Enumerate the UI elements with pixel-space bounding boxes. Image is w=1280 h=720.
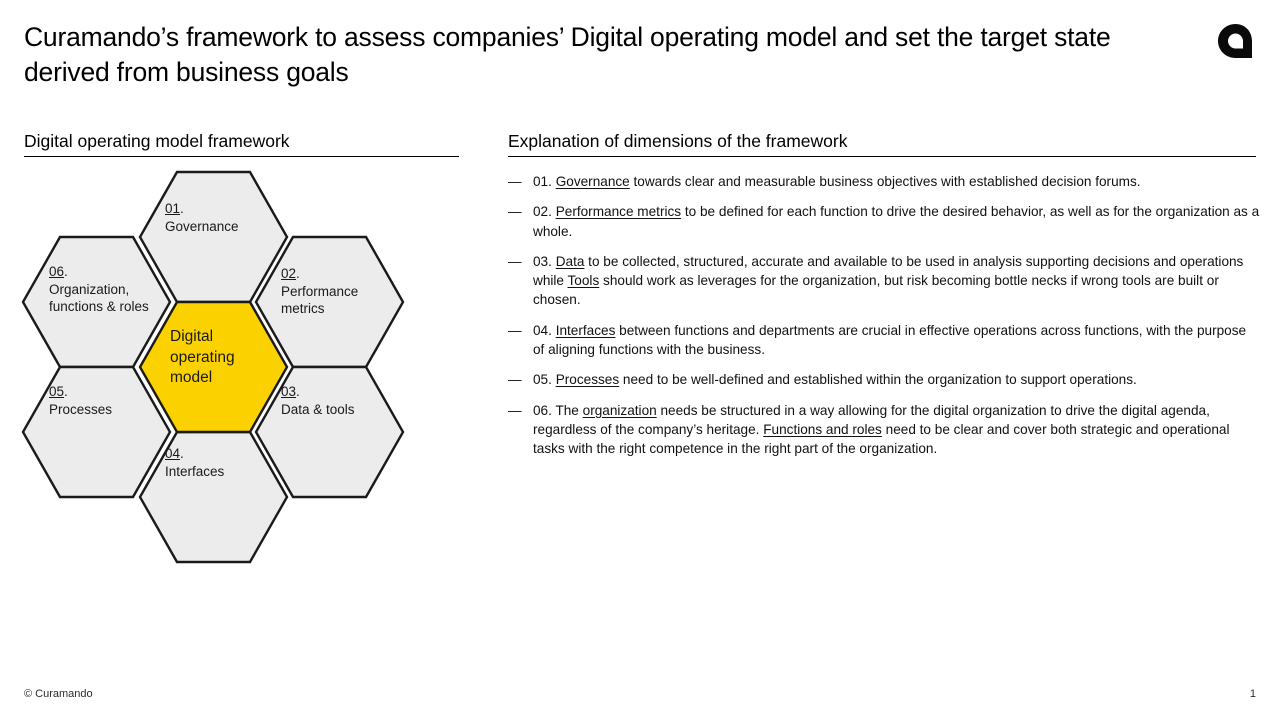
page-title: Curamando’s framework to assess companie… <box>24 22 1111 87</box>
explanation-keyword: Processes <box>555 372 620 388</box>
bullet-dash-icon: — <box>508 322 522 338</box>
explanation-keyword: organization <box>582 402 657 418</box>
left-section-heading: Digital operating model framework <box>24 130 459 157</box>
explanation-text: to be collected, structured, accurate an… <box>533 253 1244 289</box>
explanation-number: 06. <box>533 402 556 418</box>
explanation-number: 03. <box>533 253 556 269</box>
bullet-dash-icon: — <box>508 402 522 418</box>
explanation-number: 02. <box>533 204 556 220</box>
explanation-keyword: Data <box>555 253 585 269</box>
curamando-logo <box>1214 20 1256 62</box>
explanation-text: towards clear and measurable business ob… <box>629 174 1141 189</box>
explanation-keyword: Governance <box>555 174 630 189</box>
page-number: 1 <box>1249 688 1256 700</box>
right-section-heading: Explanation of dimensions of the framewo… <box>508 130 1256 157</box>
explanation-text: need to be well-defined and established … <box>619 372 1137 388</box>
bullet-dash-icon: — <box>508 253 522 269</box>
digital-operating-model-diagram: 01. Governance 02. Performance metrics 0… <box>0 155 470 565</box>
footer-copyright: © Curamando <box>24 688 93 700</box>
hexagon-05 <box>21 365 172 499</box>
explanation-text: needs be structured in a way allowing fo… <box>533 402 1210 437</box>
bullet-dash-icon: — <box>508 372 522 388</box>
hexagon-06 <box>21 235 172 369</box>
explanation-keyword: Performance metrics <box>555 204 682 220</box>
explanation-keyword: Interfaces <box>555 322 616 338</box>
explanation-number: 01. <box>533 174 556 189</box>
hexagon-01 <box>138 170 289 304</box>
explanation-keyword: Tools <box>567 273 600 289</box>
explanation-text: The <box>555 402 583 418</box>
hexagon-02 <box>254 235 405 369</box>
explanation-number: 05. <box>533 372 556 388</box>
explanation-item-04: — 04. Interfaces between functions and de… <box>508 321 1260 360</box>
explanation-text: to be defined for each function to drive… <box>533 204 1260 239</box>
bullet-dash-icon: — <box>508 204 522 220</box>
hexagon-center <box>138 300 289 434</box>
hexagon-03 <box>254 365 405 499</box>
explanation-text: need to be clear and cover both strategi… <box>533 421 1230 457</box>
explanation-text: should work as leverages for the organiz… <box>533 273 1219 308</box>
explanation-item-03: — 03. Data to be collected, structured, a… <box>508 252 1260 310</box>
explanation-number: 04. <box>533 322 556 338</box>
bullet-dash-icon: — <box>508 174 522 189</box>
explanation-keyword: Functions and roles <box>763 421 882 437</box>
explanation-item-01: — 01. Governance towards clear and measur… <box>508 172 1260 191</box>
explanation-list: — 01. Governance towards clear and measur… <box>508 172 1260 470</box>
explanation-item-05: — 05. Processes need to be well-defined a… <box>508 370 1260 389</box>
explanation-item-02: — 02. Performance metrics to be defined f… <box>508 202 1260 241</box>
explanation-text: between functions and departments are cr… <box>533 322 1247 358</box>
hexagon-04 <box>138 430 289 564</box>
explanation-item-06: — 06. The organization needs be structure… <box>508 401 1260 459</box>
